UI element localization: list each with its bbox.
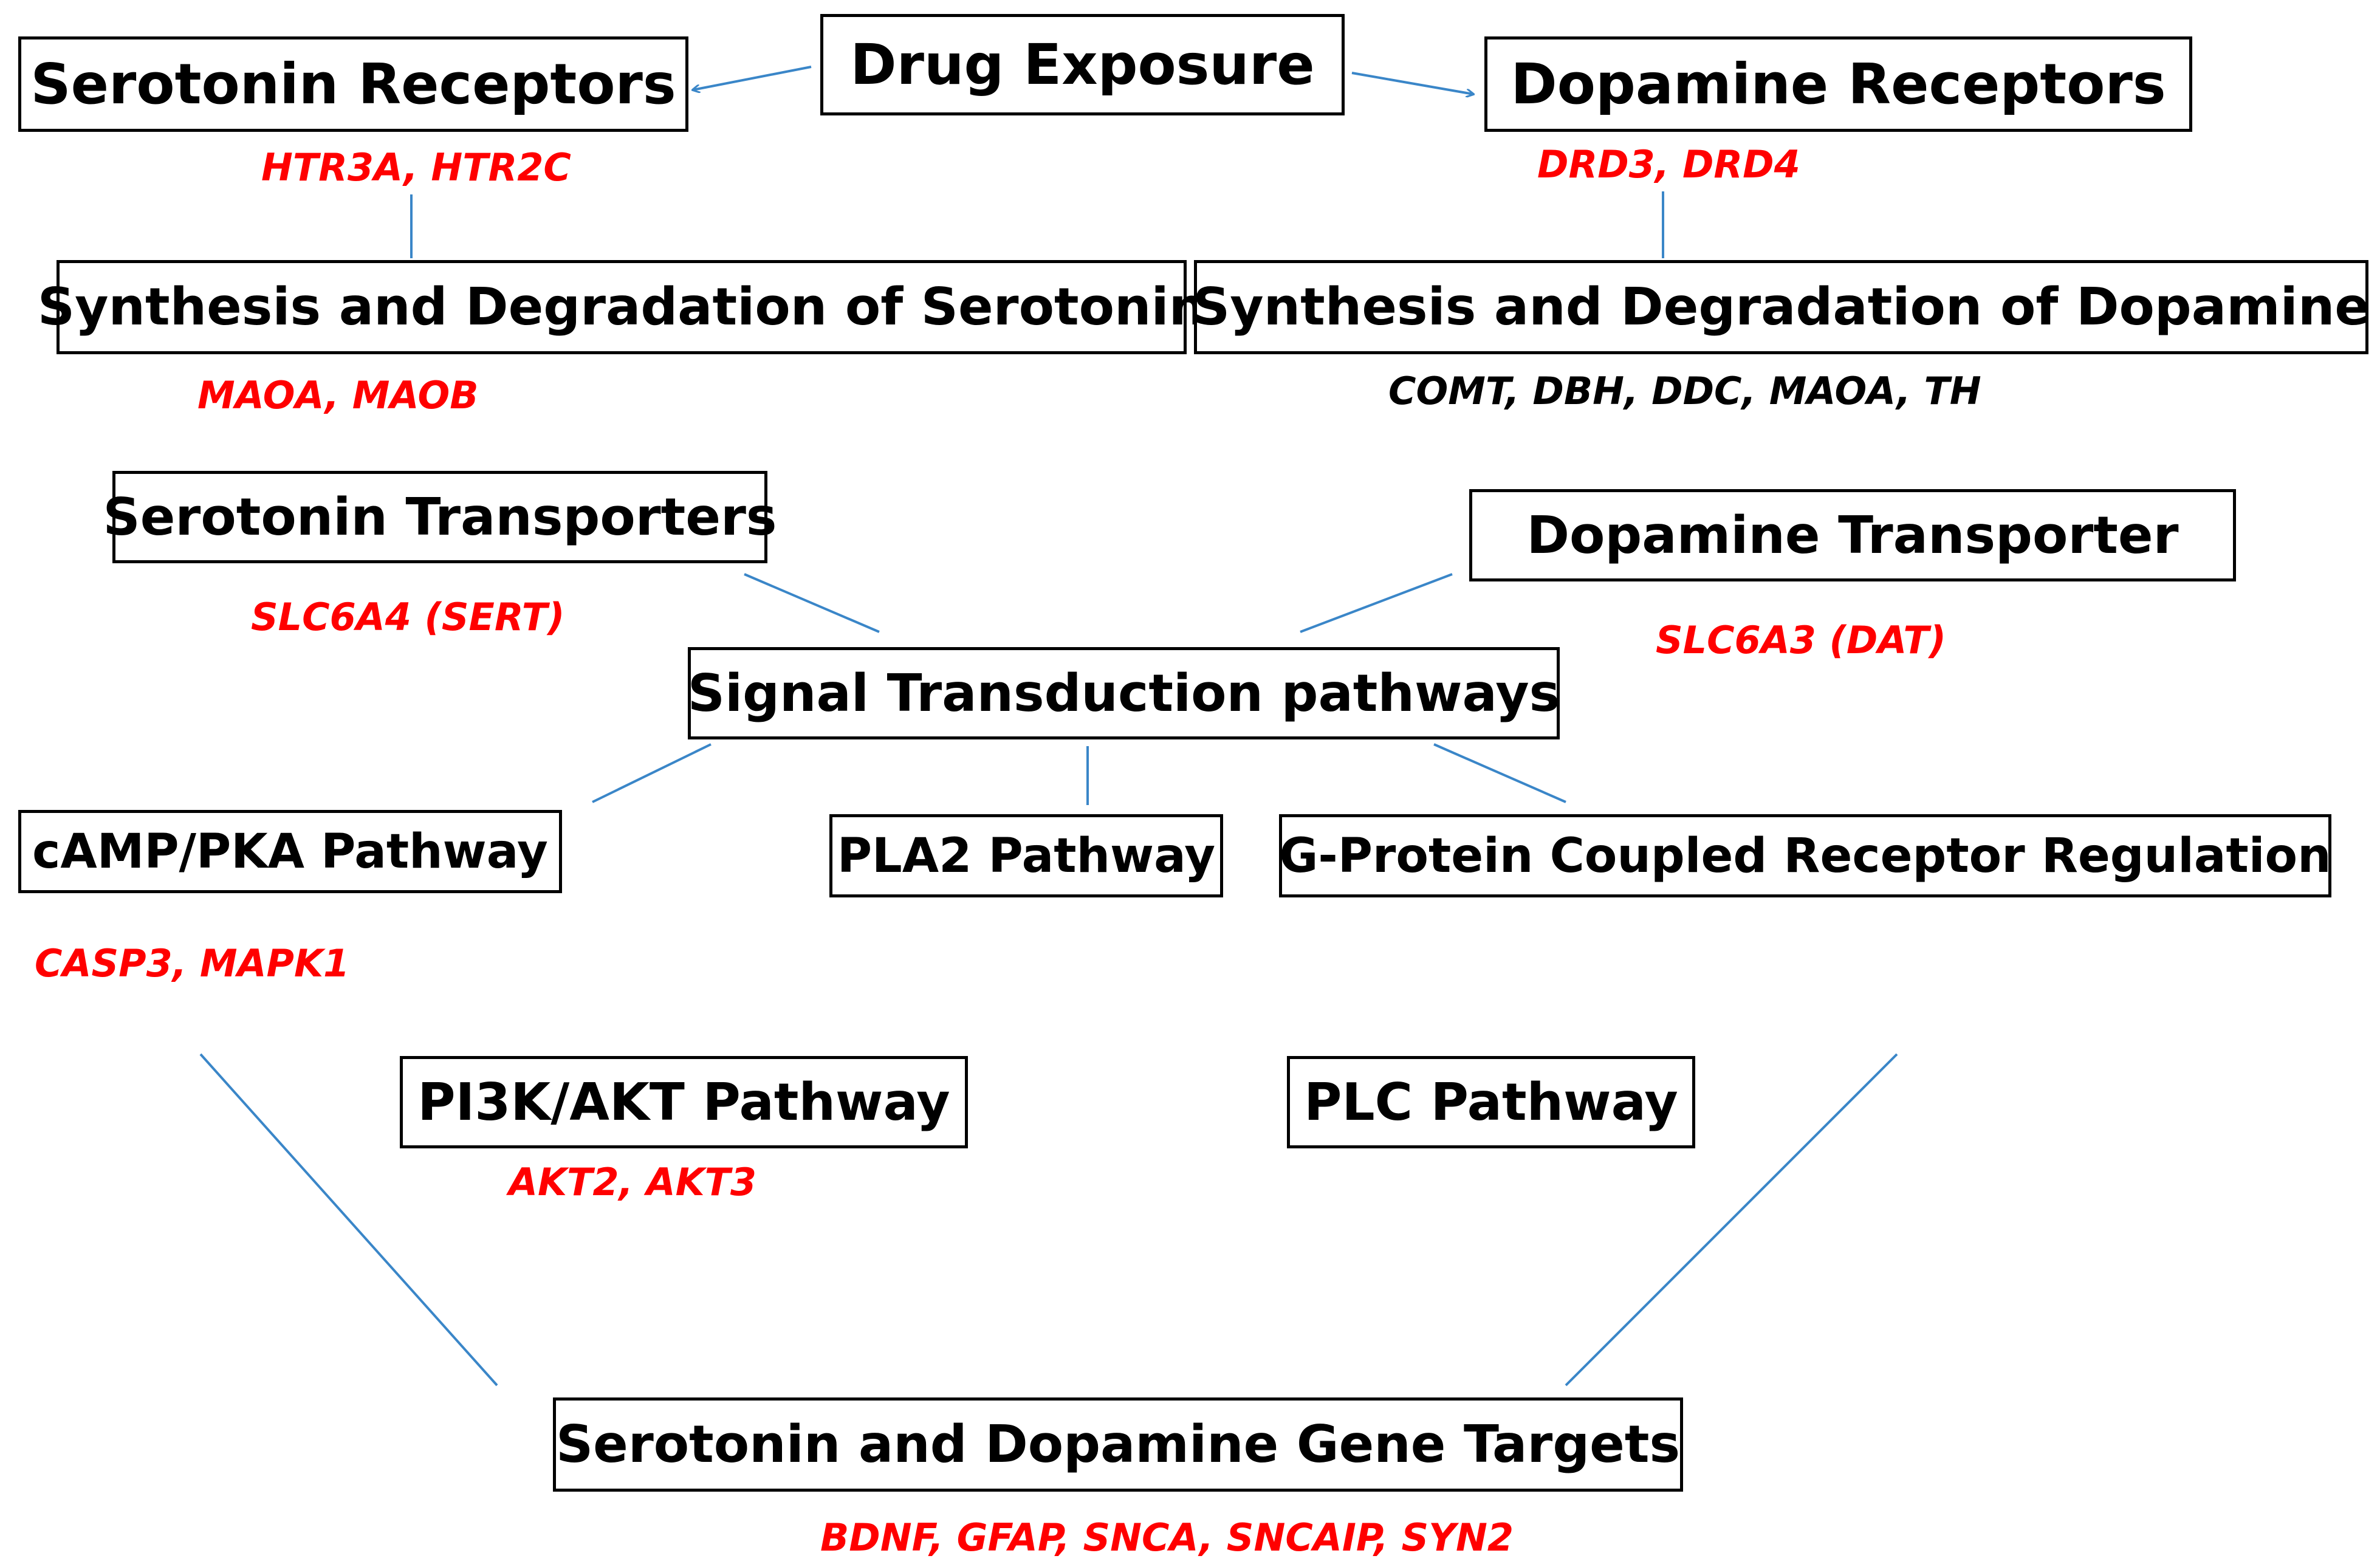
node-pi3k-akt-label: PI3K/AKT Pathway: [417, 1072, 950, 1133]
link-signal-to-gpcr: [1433, 743, 1566, 803]
genes-pi3k-akt: AKT2, AKT3: [509, 1160, 757, 1204]
genes-dopamine-transporter: SLC6A3 (DAT): [1656, 618, 1946, 662]
link-camp-to-gene-targets: [199, 1053, 498, 1387]
genes-serotonin-transporters: SLC6A4 (SERT): [251, 595, 565, 639]
node-serotonin-receptors-label: Serotonin Receptors: [30, 52, 676, 117]
node-synthesis-serotonin-label: Synthesis and Degradation of Serotonin: [37, 277, 1206, 337]
genes-camp-pka: CASP3, MAPK1: [35, 941, 350, 986]
genes-serotonin-receptors: HTR3A, HTR2C: [261, 145, 571, 190]
link-gpcr-to-gene-targets: [1565, 1053, 1898, 1387]
node-synthesis-serotonin: Synthesis and Degradation of Serotonin: [38, 260, 1205, 354]
node-plc-label: PLC Pathway: [1304, 1072, 1678, 1133]
link-signal-to-camp: [592, 743, 712, 803]
node-camp-pka: cAMP/PKA Pathway: [18, 810, 562, 893]
node-dopamine-receptors-label: Dopamine Receptors: [1511, 52, 2166, 117]
node-dopamine-transporter-label: Dopamine Transporter: [1526, 505, 2179, 566]
genes-synthesis-serotonin: MAOA, MAOB: [197, 373, 479, 417]
node-synthesis-dopamine-label: Synthesis and Degradation of Dopamine: [1193, 277, 2370, 337]
link-dopamine-transporter-to-signal: [1300, 573, 1453, 633]
node-dopamine-receptors: Dopamine Receptors: [1484, 36, 2192, 132]
node-gpcr: G-Protein Coupled Receptor Regulation: [1279, 814, 2331, 897]
node-pi3k-akt: PI3K/AKT Pathway: [400, 1056, 968, 1148]
node-gpcr-label: G-Protein Coupled Receptor Regulation: [1279, 828, 2331, 883]
node-pla2-label: PLA2 Pathway: [837, 828, 1216, 883]
node-dopamine-transporter: Dopamine Transporter: [1469, 489, 2236, 581]
genes-synthesis-dopamine: COMT, DBH, DDC, MAOA, TH: [1388, 369, 1981, 413]
genes-dopamine-receptors: DRD3, DRD4: [1537, 142, 1800, 187]
node-synthesis-dopamine: Synthesis and Degradation of Dopamine: [1193, 260, 2370, 354]
node-plc: PLC Pathway: [1287, 1056, 1695, 1148]
node-signal-transduction-label: Signal Transduction pathways: [687, 663, 1560, 724]
node-drug-exposure: Drug Exposure: [820, 14, 1345, 115]
node-drug-exposure-label: Drug Exposure: [850, 32, 1315, 97]
node-serotonin-receptors: Serotonin Receptors: [18, 36, 688, 132]
node-camp-pka-label: cAMP/PKA Pathway: [32, 824, 548, 879]
node-serotonin-transporters-label: Serotonin Transporters: [103, 487, 777, 547]
node-serotonin-transporters: Serotonin Transporters: [103, 471, 777, 563]
node-gene-targets-label: Serotonin and Dopamine Gene Targets: [555, 1414, 1681, 1475]
arrow-drug-to-serotonin-receptors: [693, 66, 812, 90]
node-pla2: PLA2 Pathway: [829, 814, 1223, 897]
genes-gene-targets: BDNF, GFAP, SNCA, SNCAIP, SYN2: [820, 1515, 1514, 1560]
arrow-drug-to-dopamine-receptors: [1351, 72, 1473, 94]
link-serotonin-transporters-to-signal: [744, 573, 880, 633]
node-signal-transduction: Signal Transduction pathways: [688, 647, 1560, 739]
node-gene-targets: Serotonin and Dopamine Gene Targets: [553, 1397, 1683, 1492]
